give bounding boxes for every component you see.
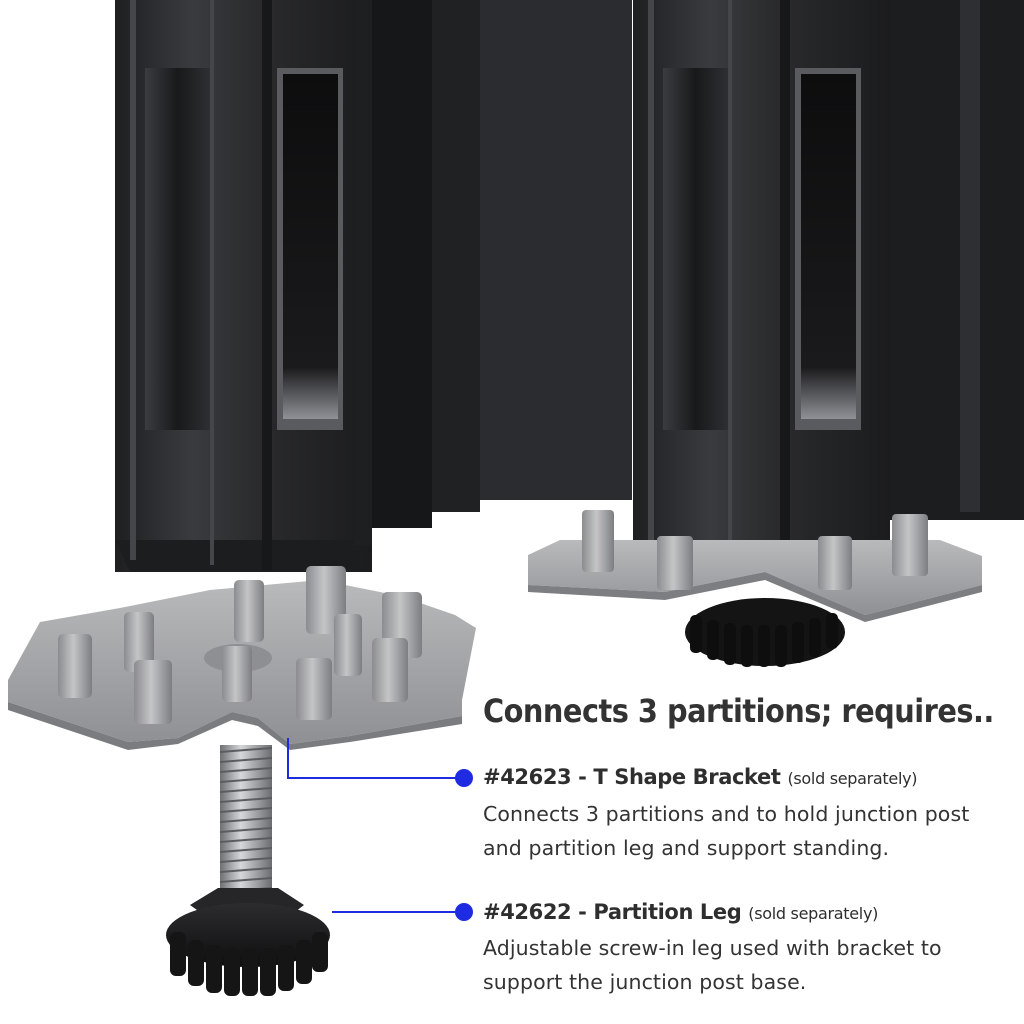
right-t-bracket <box>528 510 982 667</box>
bracket-title: #42623 - T Shape Bracket (sold separatel… <box>483 765 918 789</box>
bracket-pegs <box>58 566 422 724</box>
leg-title: #42622 - Partition Leg (sold separately) <box>483 900 878 924</box>
bracket-title-text: #42623 - T Shape Bracket <box>483 765 781 789</box>
right-junction-post <box>633 0 1024 570</box>
callout-bracket <box>287 738 473 787</box>
bracket-desc-line-1: Connects 3 partitions and to hold juncti… <box>483 802 970 826</box>
t-shape-bracket <box>8 566 476 750</box>
leg-title-text: #42622 - Partition Leg <box>483 900 742 924</box>
leg-sold-note: (sold separately) <box>748 904 879 923</box>
bracket-description: Connects 3 partitions and to hold juncti… <box>483 797 1018 865</box>
right-bracket-pegs <box>582 510 928 590</box>
left-junction-post <box>115 0 632 572</box>
bracket-desc-line-2: and partition leg and support standing. <box>483 836 890 860</box>
leg-desc-line-1: Adjustable screw-in leg used with bracke… <box>483 936 942 960</box>
bracket-sold-note: (sold separately) <box>787 769 918 788</box>
leg-description: Adjustable screw-in leg used with bracke… <box>483 931 1018 999</box>
headline: Connects 3 partitions; requires.. <box>483 692 994 730</box>
partition-leg <box>166 745 330 996</box>
callout-leg <box>332 903 473 921</box>
leg-desc-line-2: support the junction post base. <box>483 970 807 994</box>
